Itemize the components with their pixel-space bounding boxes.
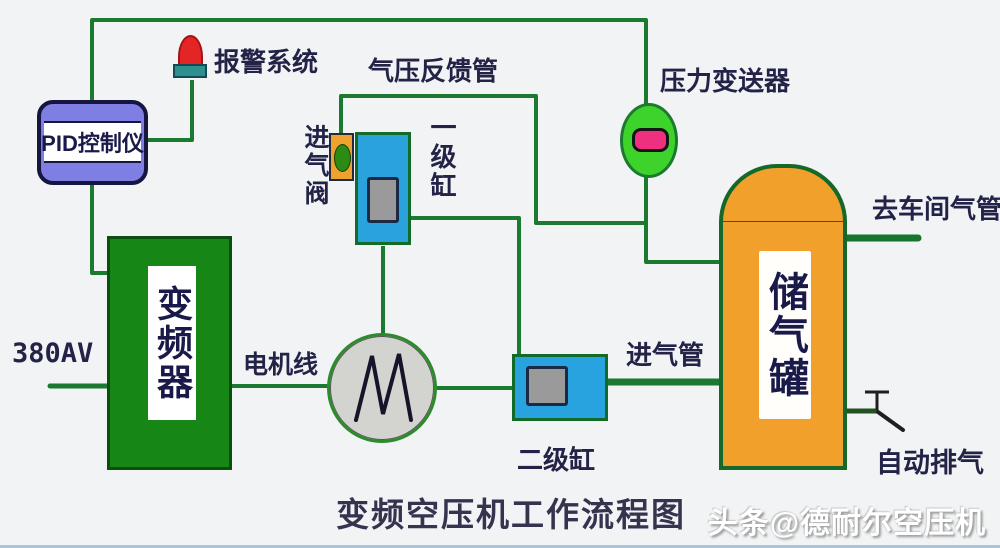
power-supply-label: 380AV	[12, 338, 94, 369]
feedback-pipe-label: 气压反馈管	[368, 56, 499, 86]
intake-valve	[329, 133, 354, 181]
intake-pipe-label: 进气管	[626, 340, 705, 370]
intake-valve-label: 进气阀	[301, 124, 329, 208]
air-tank: 储气罐	[719, 222, 847, 470]
feedback-pipe-line	[339, 94, 646, 225]
pressure-transmitter	[620, 103, 678, 178]
stage1-cylinder-label: 一级缸	[427, 114, 457, 201]
motor	[327, 333, 437, 443]
pid-controller-label: PID控制仪	[41, 121, 144, 163]
pid-controller: PID控制仪	[37, 100, 148, 185]
motor-symbol-m	[354, 353, 413, 422]
alarm-lamp-base	[173, 64, 207, 78]
motor-wire-label: 电机线	[243, 351, 319, 379]
transmitter-indicator-icon	[632, 128, 669, 152]
watermark: 头条@德耐尔空压机	[707, 507, 986, 540]
pid-inverter-wire	[90, 183, 109, 275]
stage1-stage2-pipe	[409, 216, 521, 356]
stage1-cylinder	[355, 132, 411, 245]
stage2-cylinder-label: 二级缸	[517, 445, 596, 475]
pressure-transmitter-label: 压力变送器	[660, 66, 791, 96]
stage2-cylinder	[512, 354, 608, 421]
pid-transmitter-pipe	[90, 18, 719, 264]
auto-exhaust-label: 自动排气	[876, 448, 984, 478]
bottom-edge-strip	[0, 545, 1000, 548]
stage1-piston-icon	[367, 177, 399, 223]
inverter-label: 变频器	[148, 266, 196, 420]
pid-alarm-wire	[146, 80, 194, 142]
exhaust-valve-stem	[865, 390, 889, 410]
intake-valve-disc-icon	[334, 144, 351, 172]
alarm-system-label: 报警系统	[214, 47, 319, 77]
exhaust-valve-handle	[876, 410, 905, 432]
diagram-title: 变频空压机工作流程图	[336, 496, 686, 533]
inverter: 变频器	[107, 236, 232, 470]
air-tank-label: 储气罐	[759, 251, 811, 419]
stage2-piston-icon	[526, 366, 568, 406]
workshop-pipe-label: 去车间气管	[872, 194, 1000, 224]
